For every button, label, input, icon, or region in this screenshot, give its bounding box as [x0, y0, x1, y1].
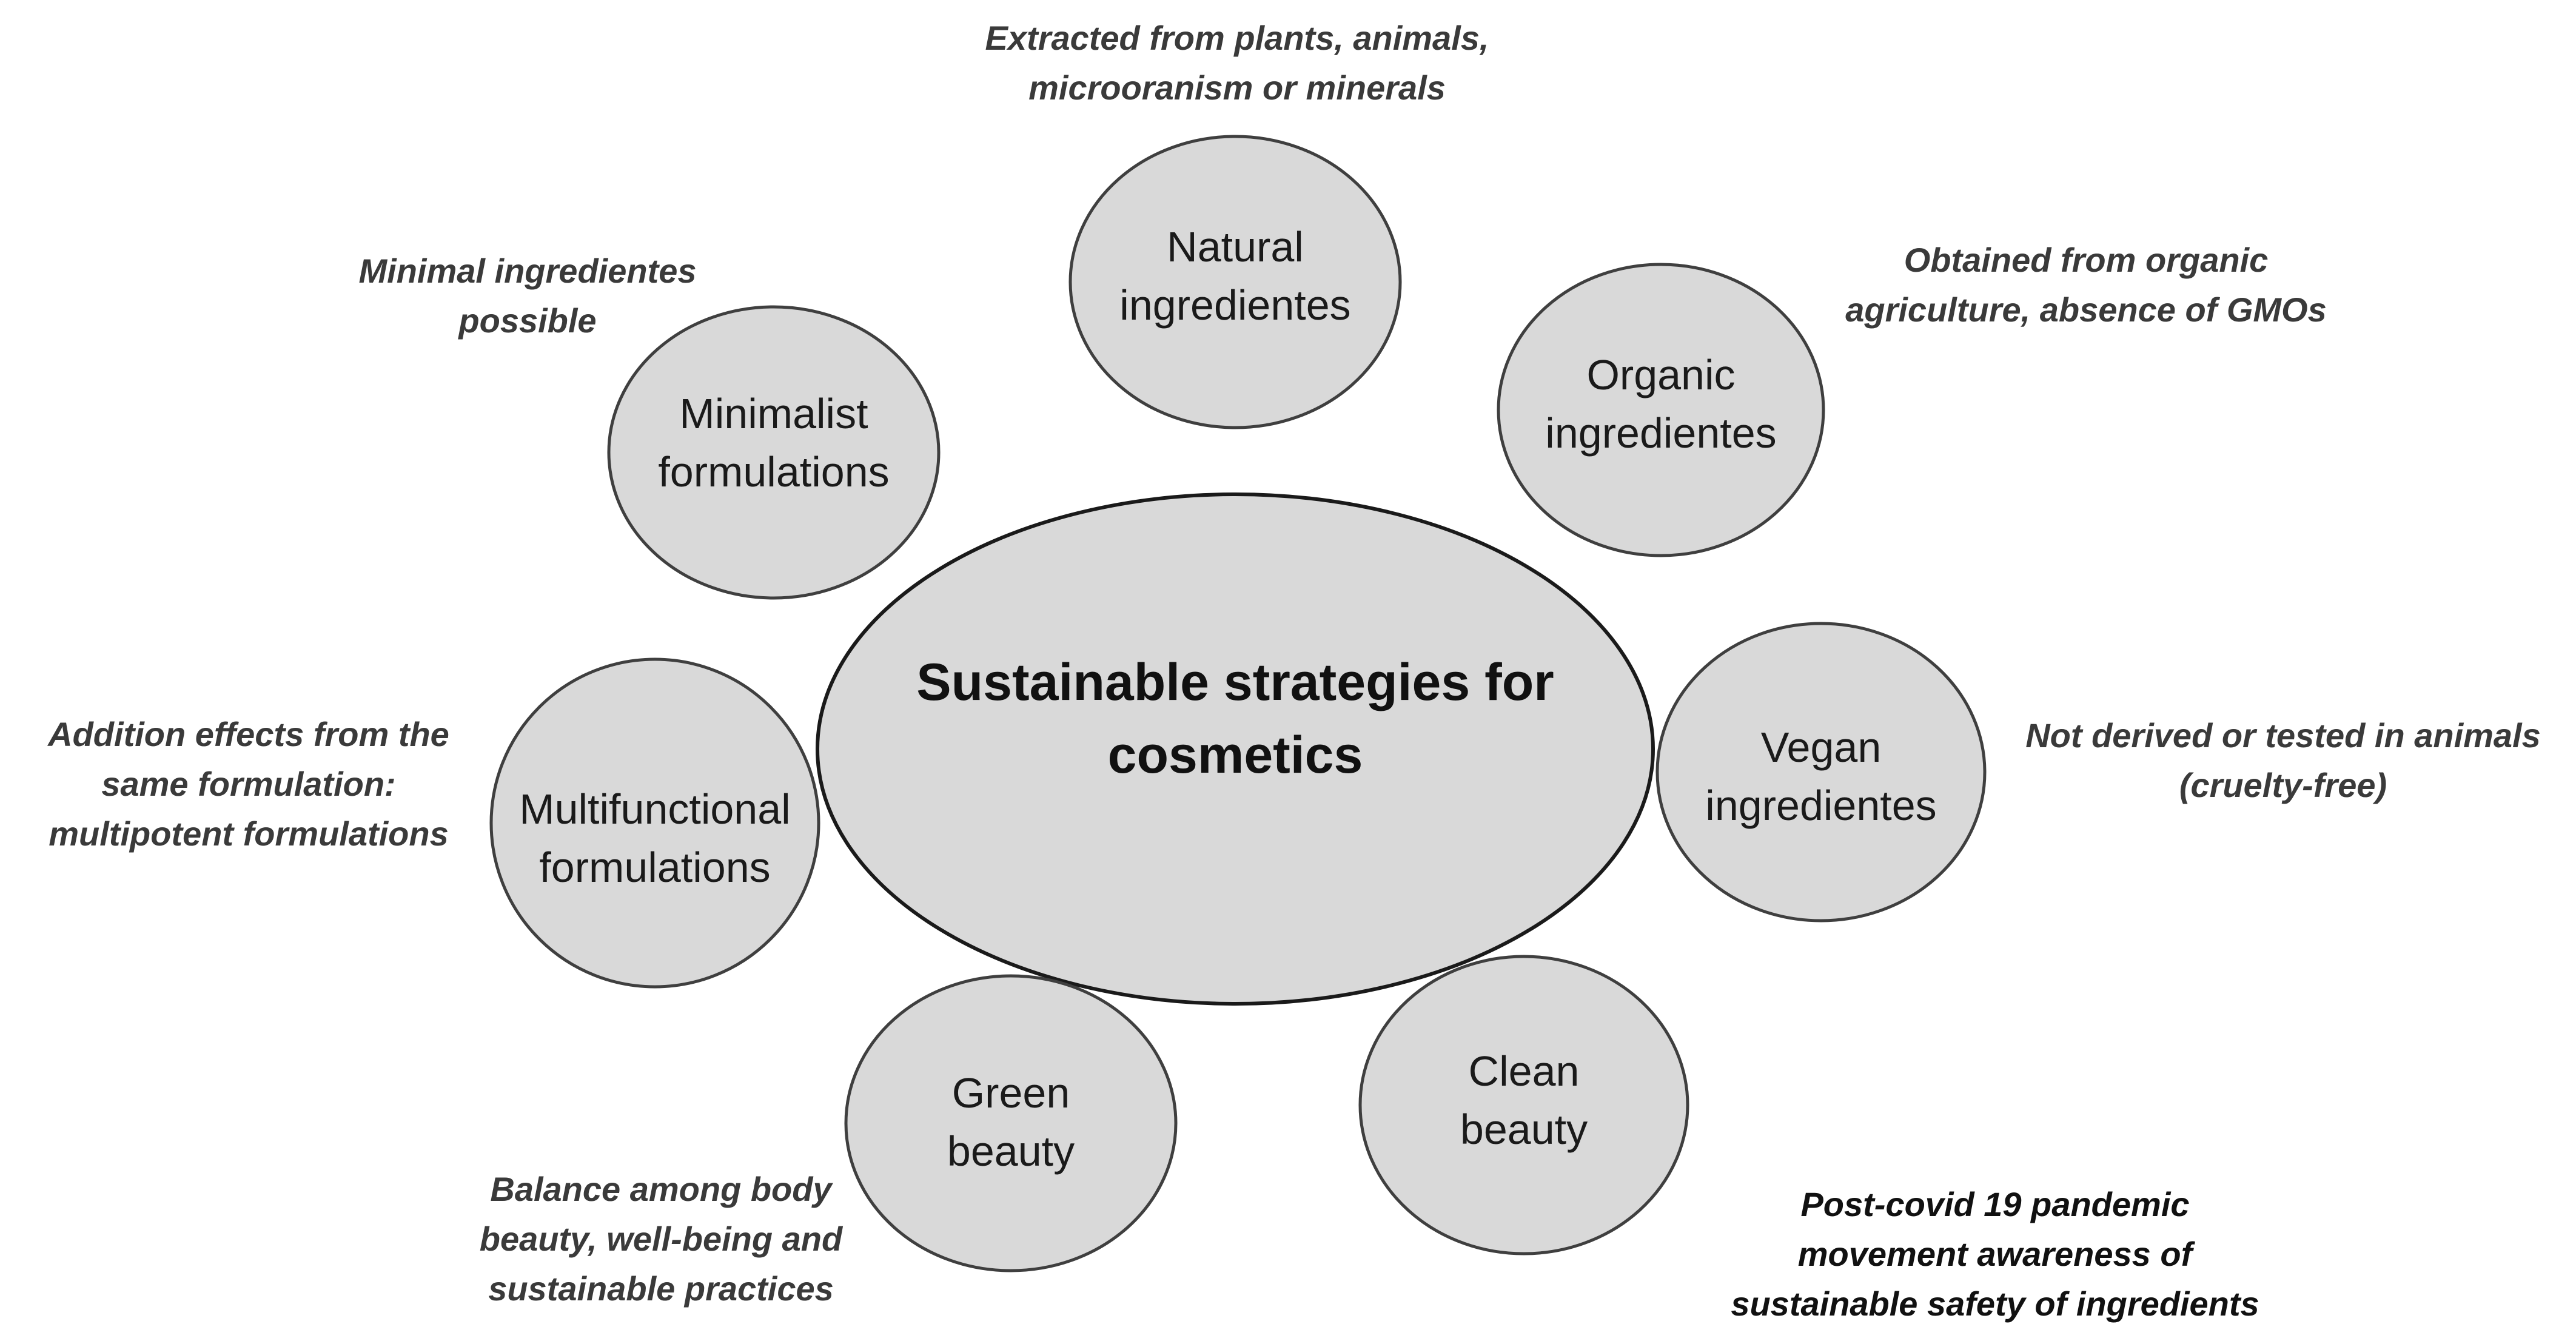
node-vegan-line-2: ingredientes: [1705, 782, 1937, 829]
node-circle-minimalist: [607, 305, 941, 600]
node-natural-line-2: ingredientes: [1119, 281, 1351, 329]
node-minimalist-line-1: Minimalist: [679, 390, 868, 437]
center-title-line-1: Sustainable strategies for: [916, 653, 1554, 711]
node-vegan: Vegan ingredientes: [1657, 716, 1985, 837]
center-ellipse: [816, 492, 1655, 1006]
note-vegan-line-2: (cruelty-free): [2179, 766, 2387, 804]
node-organic: Organic ingredientes: [1497, 343, 1825, 465]
note-clean-line-3: sustainable safety of ingredients: [1731, 1285, 2259, 1323]
node-organic-line-2: ingredientes: [1545, 409, 1777, 457]
node-organic-line-1: Organic: [1586, 351, 1736, 398]
note-multifunctional-line-3: multipotent formulations: [49, 815, 449, 853]
node-circle-organic: [1497, 263, 1825, 557]
note-clean: Post-covid 19 pandemic movement awarenes…: [1637, 1180, 2353, 1329]
node-circle-clean: [1358, 955, 1689, 1255]
node-green: Green beauty: [847, 1061, 1175, 1183]
center-title: Sustainable strategies for cosmetics: [879, 643, 1591, 795]
node-circle-natural: [1068, 135, 1402, 429]
note-multifunctional-line-2: same formulation:: [101, 765, 396, 803]
note-minimalist: Minimal ingredientes possible: [303, 246, 752, 346]
note-green-line-3: sustainable practices: [488, 1269, 834, 1308]
note-natural-line-1: Extracted from plants, animals,: [985, 19, 1489, 57]
note-minimalist-line-1: Minimal ingredientes: [358, 252, 697, 290]
note-green-line-1: Balance among body: [490, 1170, 832, 1208]
node-natural: Natural ingredientes: [1072, 215, 1399, 337]
node-minimalist: Minimalist formulations: [610, 382, 937, 503]
node-vegan-line-1: Vegan: [1760, 724, 1882, 771]
node-circle-multifunctional: [489, 657, 820, 989]
node-multifunctional-line-1: Multifunctional: [519, 785, 791, 833]
node-circle-vegan: [1655, 622, 1987, 923]
note-natural-line-2: microoranism or minerals: [1028, 69, 1446, 107]
node-clean-line-2: beauty: [1460, 1106, 1588, 1153]
node-multifunctional: Multifunctional formulations: [491, 778, 819, 899]
note-natural: Extracted from plants, animals, microora…: [946, 13, 1528, 113]
note-organic-line-2: agriculture, absence of GMOs: [1845, 291, 2327, 329]
note-clean-line-2: movement awareness of: [1797, 1235, 2193, 1273]
note-vegan-line-1: Not derived or tested in animals: [2025, 716, 2541, 755]
node-green-line-2: beauty: [947, 1128, 1075, 1175]
note-green: Balance among body beauty, well-being an…: [394, 1165, 928, 1314]
note-organic: Obtained from organic agriculture, absen…: [1795, 235, 2377, 335]
node-natural-line-1: Natural: [1167, 223, 1304, 271]
node-minimalist-line-2: formulations: [658, 448, 890, 496]
node-multifunctional-line-2: formulations: [539, 844, 771, 891]
note-clean-line-1: Post-covid 19 pandemic: [1800, 1185, 2190, 1223]
note-organic-line-1: Obtained from organic: [1903, 241, 2269, 279]
note-minimalist-line-2: possible: [458, 301, 597, 340]
node-green-line-1: Green: [951, 1069, 1070, 1117]
center-title-line-2: cosmetics: [1107, 726, 1363, 784]
node-clean-line-1: Clean: [1468, 1047, 1580, 1095]
note-green-line-2: beauty, well-being and: [479, 1220, 843, 1258]
note-vegan: Not derived or tested in animals (cruelt…: [1992, 711, 2574, 810]
node-clean: Clean beauty: [1360, 1040, 1688, 1161]
note-multifunctional-line-1: Addition effects from the: [48, 715, 449, 753]
note-multifunctional: Addition effects from the same formulati…: [6, 710, 491, 859]
node-circle-green: [844, 974, 1178, 1272]
